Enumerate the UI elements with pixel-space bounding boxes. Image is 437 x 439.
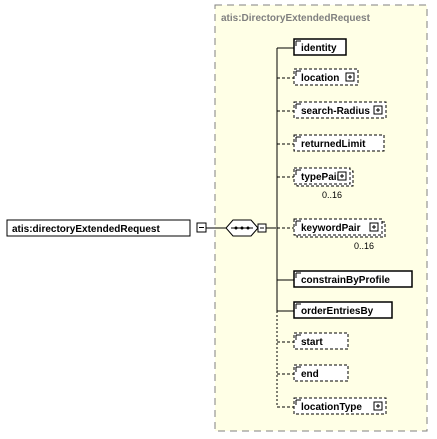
- element-node-identity[interactable]: identity: [277, 38, 347, 56]
- element-label: returnedLimit: [301, 139, 366, 150]
- attribute-corner-icon: [295, 70, 301, 76]
- element-box[interactable]: [293, 270, 413, 288]
- attribute-corner-icon: [295, 40, 301, 46]
- element-label: start: [301, 337, 323, 348]
- element-label: locationType: [301, 402, 362, 413]
- element-node-constrainbyprofile[interactable]: constrainByProfile: [277, 270, 413, 288]
- attribute-corner-icon: [295, 334, 301, 340]
- attribute-corner-icon: [295, 272, 301, 278]
- element-label: orderEntriesBy: [301, 306, 374, 317]
- element-node-orderentriesby[interactable]: orderEntriesBy: [277, 301, 393, 319]
- collapse-minus-icon[interactable]: [257, 223, 267, 233]
- expand-plus-icon[interactable]: [373, 105, 383, 115]
- element-node-location[interactable]: location: [277, 68, 359, 86]
- element-node-typepair[interactable]: typePair 0..16: [277, 167, 354, 200]
- attribute-corner-icon: [295, 303, 301, 309]
- attribute-corner-icon: [295, 366, 301, 372]
- element-node-search-radius[interactable]: search-Radius: [277, 101, 387, 119]
- element-label: constrainByProfile: [301, 275, 390, 286]
- sequence-compositor-icon[interactable]: [225, 219, 267, 237]
- attribute-corner-icon: [295, 169, 301, 175]
- element-box[interactable]: [293, 218, 383, 236]
- element-box[interactable]: [293, 38, 347, 56]
- type-name-label: atis:DirectoryExtendedRequest: [221, 13, 371, 24]
- element-box[interactable]: [293, 167, 351, 185]
- attribute-corner-icon: [295, 399, 301, 405]
- element-label: end: [301, 369, 319, 380]
- element-box[interactable]: [293, 332, 349, 350]
- element-node-returnedlimit[interactable]: returnedLimit: [277, 134, 385, 152]
- element-label: search-Radius: [301, 106, 370, 117]
- element-box[interactable]: [293, 101, 387, 119]
- element-label: keywordPair: [301, 223, 361, 234]
- element-label: location: [301, 73, 339, 84]
- element-box[interactable]: [293, 134, 385, 152]
- attribute-corner-icon: [295, 136, 301, 142]
- root-element-label: atis:directoryExtendedRequest: [12, 224, 160, 235]
- element-box[interactable]: [293, 68, 359, 86]
- attribute-corner-icon: [295, 103, 301, 109]
- element-label: identity: [301, 43, 337, 54]
- element-box[interactable]: [293, 364, 349, 382]
- expand-plus-icon[interactable]: [369, 222, 379, 232]
- expand-plus-icon[interactable]: [337, 171, 347, 181]
- element-box[interactable]: [293, 301, 393, 319]
- occurrence-label: 0..16: [322, 190, 342, 200]
- children-layer: identity location search-Radius returnedLim…: [276, 38, 413, 415]
- attribute-corner-icon: [295, 220, 301, 226]
- occurrence-label: 0..16: [354, 241, 374, 251]
- collapse-minus-icon[interactable]: [196, 222, 207, 233]
- element-node-start[interactable]: start: [277, 332, 349, 350]
- element-node-end[interactable]: end: [277, 364, 349, 382]
- element-label: typePair: [301, 172, 341, 183]
- element-box[interactable]: [293, 397, 387, 415]
- root-element-node[interactable]: atis:directoryExtendedRequest: [6, 219, 207, 237]
- element-node-locationtype[interactable]: locationType: [277, 397, 387, 415]
- expand-plus-icon[interactable]: [345, 72, 355, 82]
- expand-plus-icon[interactable]: [373, 401, 383, 411]
- element-node-keywordpair[interactable]: keywordPair 0..16: [277, 218, 386, 251]
